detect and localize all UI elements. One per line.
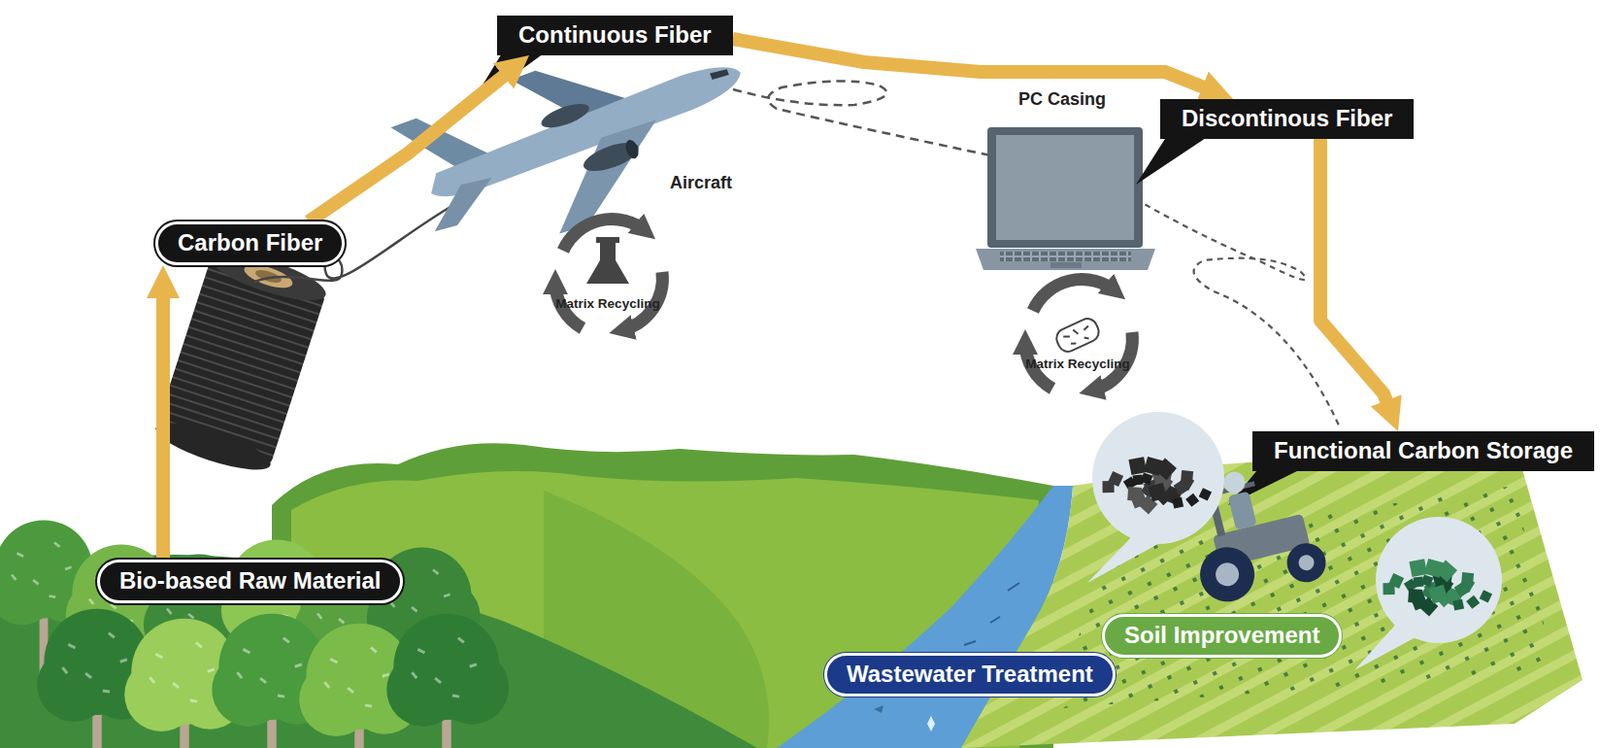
soil-chip-bubble-part-part (1434, 560, 1458, 583)
carbon-chip-bubble-part-part (1147, 482, 1167, 502)
node-text: Functional Carbon Storage (1273, 436, 1573, 465)
recycling-symbol-part (1033, 279, 1116, 311)
aircraft (389, 4, 772, 277)
flow-arrow (1320, 138, 1399, 432)
carbon-chip-bubble-part-part (1107, 470, 1124, 487)
flow-arrow-shaft (733, 38, 1214, 92)
recycling-symbol-part-part (1053, 315, 1102, 355)
landscape-part (961, 441, 1583, 748)
application-pill: Wastewater Treatment (824, 652, 1116, 697)
soil-chip-bubble-part-part (1466, 595, 1480, 609)
carbon-chip-bubble (1087, 411, 1225, 583)
soil-chip-bubble-part-part (1421, 573, 1434, 587)
process-label: Matrix Recycling (1025, 356, 1130, 371)
callout-box: Discontinous Fiber (1160, 99, 1414, 139)
carbon-chip-bubble-part-part (1171, 497, 1184, 509)
recycling-symbol (1025, 279, 1133, 391)
soil-chip-bubble-part-part (1407, 588, 1423, 603)
tractor-part (1221, 468, 1248, 496)
material-pill: Carbon Fiber (155, 221, 345, 266)
application-pill: Soil Improvement (1101, 613, 1342, 658)
soil-chip-bubble-part-part (1479, 589, 1493, 602)
tractor-part (1194, 540, 1261, 607)
callout-box: Functional Carbon Storage (1252, 431, 1595, 471)
carbon-chip-bubble-part-part (1154, 458, 1177, 481)
tractor-part (1213, 560, 1242, 589)
node-text: Carbon Fiber (177, 229, 323, 257)
aircraft-part (709, 66, 730, 81)
arrowhead (1213, 91, 1234, 100)
carbon-chip-bubble-part-part (1140, 471, 1154, 485)
callout-box: Continuous Fiber (497, 15, 734, 56)
dashed-flow-lines-part (1135, 199, 1340, 428)
recycling-symbol (555, 219, 663, 331)
pc-casing-laptop (975, 127, 1156, 270)
soil-chip-bubble-part-part (1452, 599, 1465, 611)
node-text: Discontinous Fiber (1181, 104, 1393, 133)
pc-casing-laptop-part (975, 248, 1156, 270)
node-text: Wastewater Treatment (846, 660, 1094, 688)
tractor-part (1297, 553, 1316, 572)
carbon-fiber-spool-part-part (151, 413, 275, 479)
carbon-chip-bubble-part-part (1199, 487, 1212, 500)
soil-chip-bubble (1354, 516, 1502, 670)
flow-arrow-shaft (156, 286, 170, 560)
arrowhead (512, 55, 530, 69)
node-text: Soil Improvement (1124, 621, 1320, 649)
soil-chip-bubble-part-part (1428, 584, 1448, 604)
soil-chip-bubble-part (1382, 558, 1493, 616)
callout-pointers-part (1135, 131, 1209, 185)
aircraft-part (623, 137, 641, 161)
flow-arrow-shaft (308, 68, 513, 222)
dashed-flow-lines-part (733, 80, 1000, 158)
pc-casing-laptop-part (996, 134, 1134, 240)
tractor-part (1282, 538, 1330, 586)
raw-material-pill: Bio-based Raw Material (97, 559, 403, 603)
soil-chip-bubble-part-part (1388, 572, 1404, 589)
aircraft-part (538, 99, 593, 134)
carbon-fiber-spool (151, 199, 465, 479)
soil-chip-bubble-part (1375, 516, 1502, 643)
carbon-chip-bubble-part-part (1127, 486, 1142, 501)
recycling-symbol-part-part (586, 242, 630, 284)
arrowhead (163, 265, 165, 287)
pc-casing-laptop-part (1050, 262, 1082, 268)
landscape-part (964, 582, 1020, 645)
recycling-symbol-part-part (596, 236, 620, 243)
flow-arrow (308, 55, 530, 222)
aircraft-part (579, 136, 642, 177)
recycling-symbol-part-part (1062, 323, 1094, 348)
process-label: Matrix Recycling (555, 296, 660, 311)
carbon-chip-bubble-part-part (1173, 478, 1191, 496)
flow-arrow (733, 38, 1234, 100)
node-text: Bio-based Raw Material (119, 566, 381, 595)
soil-chip-bubble-part-part (1454, 580, 1471, 598)
carbon-chip-bubble-part (1101, 456, 1212, 514)
flow-arrow (163, 265, 165, 560)
soil-chip-bubble-part-part (1408, 558, 1428, 577)
forest (0, 519, 509, 748)
part-name: Aircraft (669, 172, 733, 194)
aircraft-part (422, 173, 503, 234)
pc-casing-laptop-part (1000, 251, 1132, 262)
carbon-chip-bubble-part-part (1185, 493, 1200, 507)
forest-part (386, 613, 509, 748)
flow-arrow-shaft (1320, 138, 1391, 411)
arrowhead (1390, 410, 1399, 432)
pc-casing-laptop-part (987, 127, 1143, 248)
carbon-chip-bubble-part (1092, 411, 1225, 544)
recycling-symbol-part (586, 236, 630, 284)
part-name: PC Casing (1018, 89, 1106, 110)
landscape-part (927, 715, 935, 732)
recycling-symbol-part (1053, 315, 1102, 355)
node-text: Continuous Fiber (518, 21, 712, 49)
tractor-part (1228, 490, 1258, 530)
carbon-chip-bubble-part-part (1128, 456, 1147, 475)
